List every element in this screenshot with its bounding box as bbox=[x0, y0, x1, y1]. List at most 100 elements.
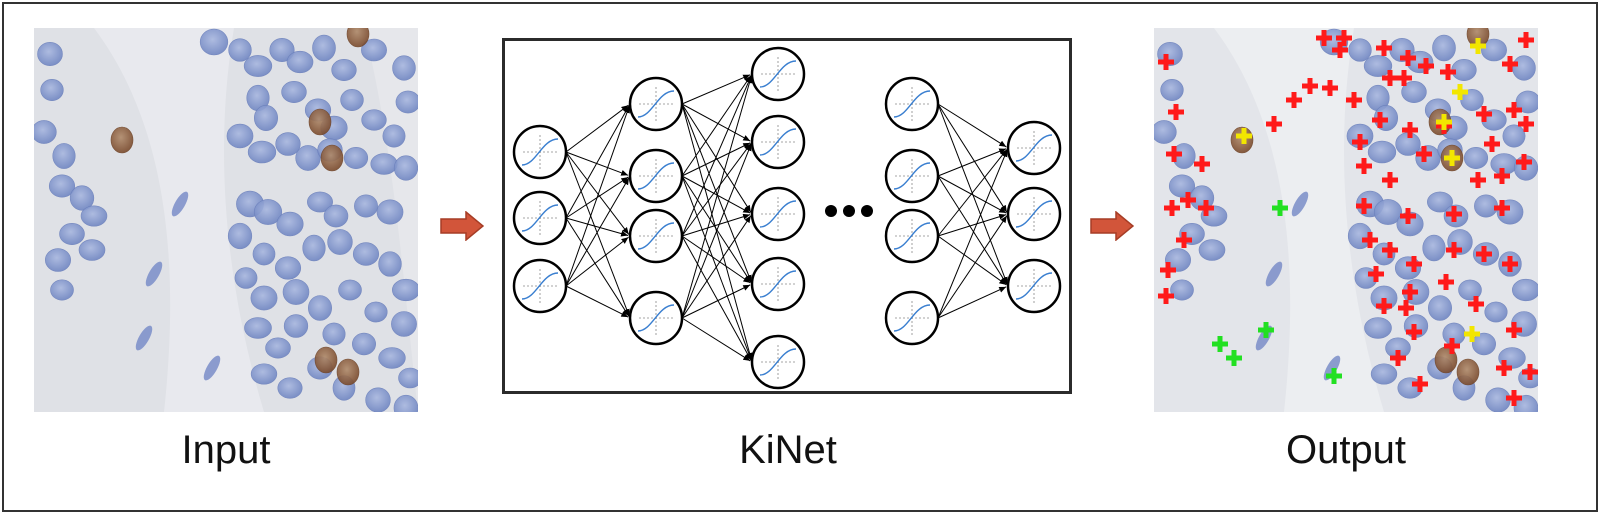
nuclei-group bbox=[34, 28, 418, 412]
red-plus-marker bbox=[1484, 136, 1500, 152]
blue-nucleus bbox=[250, 285, 278, 311]
red-plus-marker bbox=[1494, 168, 1510, 184]
network-edge bbox=[681, 103, 752, 213]
network-edge bbox=[937, 149, 1008, 237]
blue-nucleus bbox=[228, 38, 252, 62]
sigmoid-neuron-icon bbox=[750, 334, 806, 390]
network-edge bbox=[681, 175, 752, 283]
blue-nucleus bbox=[295, 145, 321, 171]
red-plus-marker bbox=[1416, 146, 1432, 162]
input-image bbox=[34, 28, 418, 412]
brown-nucleus bbox=[1456, 358, 1480, 386]
blue-nucleus bbox=[1168, 174, 1196, 198]
blue-nucleus bbox=[343, 146, 369, 170]
blue-nucleus bbox=[338, 279, 362, 301]
blue-nucleus bbox=[265, 337, 291, 359]
right-arrow-icon bbox=[1090, 211, 1134, 241]
network-edge bbox=[937, 103, 1008, 285]
blue-nucleus bbox=[1363, 55, 1393, 77]
yellow-plus-marker bbox=[1470, 38, 1486, 54]
red-plus-marker bbox=[1470, 172, 1486, 188]
blue-nucleus bbox=[253, 199, 283, 225]
sigmoid-neuron-icon bbox=[884, 290, 940, 346]
network-edge bbox=[565, 151, 630, 317]
right-arrow-icon bbox=[440, 211, 484, 241]
detection-markers bbox=[1158, 30, 1538, 406]
sigmoid-neuron-icon bbox=[750, 114, 806, 170]
yellow-plus-marker bbox=[1464, 326, 1480, 342]
blue-nucleus bbox=[1373, 199, 1403, 225]
blue-nucleus bbox=[378, 347, 406, 369]
red-plus-marker bbox=[1198, 200, 1214, 216]
red-plus-marker bbox=[1518, 32, 1534, 48]
blue-nucleus bbox=[323, 204, 349, 228]
brown-nucleus bbox=[314, 346, 338, 374]
red-plus-marker bbox=[1166, 146, 1182, 162]
blue-nucleus bbox=[365, 387, 391, 412]
blue-nucleus bbox=[276, 211, 304, 237]
blue-nucleus bbox=[1364, 317, 1392, 339]
blue-nucleus bbox=[1463, 146, 1489, 170]
red-plus-marker bbox=[1376, 298, 1392, 314]
network-edge bbox=[681, 103, 751, 142]
stromal-nucleus bbox=[135, 325, 153, 351]
red-plus-marker bbox=[1468, 296, 1484, 312]
blue-nucleus bbox=[274, 256, 302, 280]
red-plus-marker bbox=[1400, 50, 1416, 66]
blue-nucleus bbox=[1481, 38, 1507, 62]
input-tissue-svg bbox=[34, 28, 418, 412]
blue-nucleus bbox=[322, 322, 346, 346]
green-plus-marker bbox=[1212, 336, 1228, 352]
blue-nucleus bbox=[308, 295, 332, 321]
red-plus-marker bbox=[1286, 92, 1302, 108]
blue-nucleus bbox=[1512, 55, 1536, 81]
blue-nucleus bbox=[1415, 145, 1441, 171]
blue-nucleus bbox=[40, 78, 64, 102]
network-edge bbox=[937, 103, 1007, 148]
blue-nucleus bbox=[1472, 332, 1496, 356]
blue-nucleus bbox=[395, 90, 418, 114]
red-plus-marker bbox=[1402, 284, 1418, 300]
blue-nucleus bbox=[354, 194, 378, 218]
red-plus-marker bbox=[1372, 112, 1388, 128]
red-plus-marker bbox=[1158, 288, 1174, 304]
blue-nucleus bbox=[364, 301, 388, 323]
network-edge bbox=[681, 75, 752, 237]
red-plus-marker bbox=[1502, 56, 1518, 72]
network-edge bbox=[681, 215, 752, 319]
stroma-band bbox=[94, 28, 264, 412]
sigmoid-neuron-icon bbox=[512, 258, 568, 314]
red-plus-marker bbox=[1390, 350, 1406, 366]
blue-nucleus bbox=[1367, 140, 1397, 164]
yellow-plus-marker bbox=[1452, 84, 1468, 100]
blue-nucleus bbox=[1428, 295, 1452, 321]
blue-nucleus bbox=[1406, 50, 1434, 74]
stromal-nucleus bbox=[145, 261, 163, 287]
blue-nucleus bbox=[226, 123, 254, 149]
blue-nucleus bbox=[244, 317, 272, 339]
blue-nucleus bbox=[1165, 248, 1191, 272]
green-plus-marker bbox=[1258, 322, 1274, 338]
network-edge bbox=[937, 149, 1008, 319]
red-plus-marker bbox=[1332, 42, 1348, 58]
red-plus-marker bbox=[1446, 242, 1462, 258]
red-plus-marker bbox=[1400, 208, 1416, 224]
network-edge bbox=[681, 284, 751, 319]
more-layers-ellipsis bbox=[825, 205, 873, 217]
blue-nucleus bbox=[1458, 279, 1482, 301]
brown-nucleus bbox=[308, 108, 332, 136]
red-plus-marker bbox=[1382, 242, 1398, 258]
output-tissue-svg bbox=[1154, 28, 1538, 412]
network-edge bbox=[937, 175, 1007, 214]
blue-nucleus bbox=[1427, 191, 1453, 213]
network-edge bbox=[937, 175, 1008, 285]
network-edge bbox=[681, 213, 751, 237]
network-edge bbox=[937, 103, 1008, 213]
network-edge bbox=[565, 217, 629, 237]
network-edge bbox=[681, 317, 751, 362]
yellow-plus-marker bbox=[1444, 150, 1460, 166]
red-plus-marker bbox=[1356, 198, 1372, 214]
blue-nucleus bbox=[1160, 78, 1184, 102]
blue-nucleus bbox=[1484, 301, 1508, 323]
red-plus-marker bbox=[1164, 200, 1180, 216]
